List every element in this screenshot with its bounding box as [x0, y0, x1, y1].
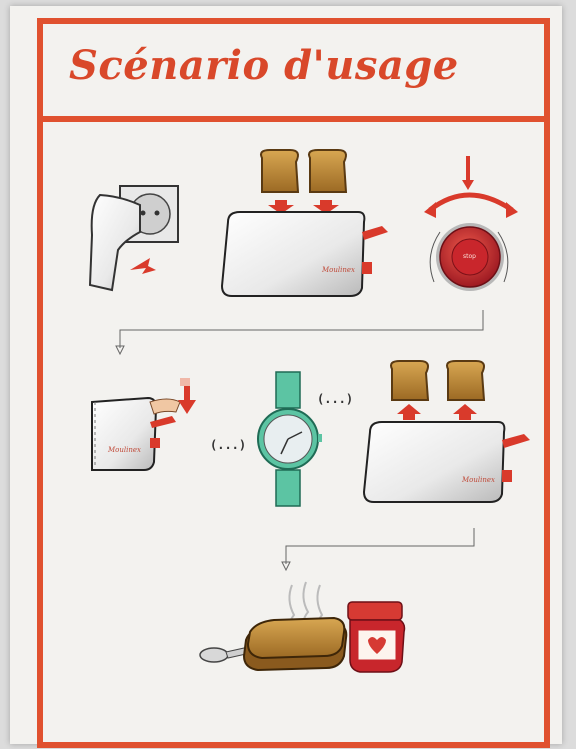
served-toast-with-jam-icon — [200, 582, 405, 672]
wristwatch-wait-icon — [258, 372, 322, 506]
toast-into-toaster-icon — [222, 150, 388, 296]
toaster-brand-label-3: Moulinex — [108, 446, 141, 454]
waiting-ellipsis-left: (...) — [210, 438, 246, 452]
plug-into-socket-icon — [90, 186, 178, 290]
waiting-ellipsis-right: (...) — [317, 392, 353, 406]
toaster-brand-label-1: Moulinex — [322, 266, 355, 274]
toaster-brand-label-2: Moulinex — [462, 476, 495, 484]
knob-stop-label: stop — [463, 253, 476, 260]
browning-knob-icon — [424, 156, 518, 291]
lever-push-down-icon — [92, 378, 196, 470]
toast-pop-up-icon — [364, 361, 530, 502]
